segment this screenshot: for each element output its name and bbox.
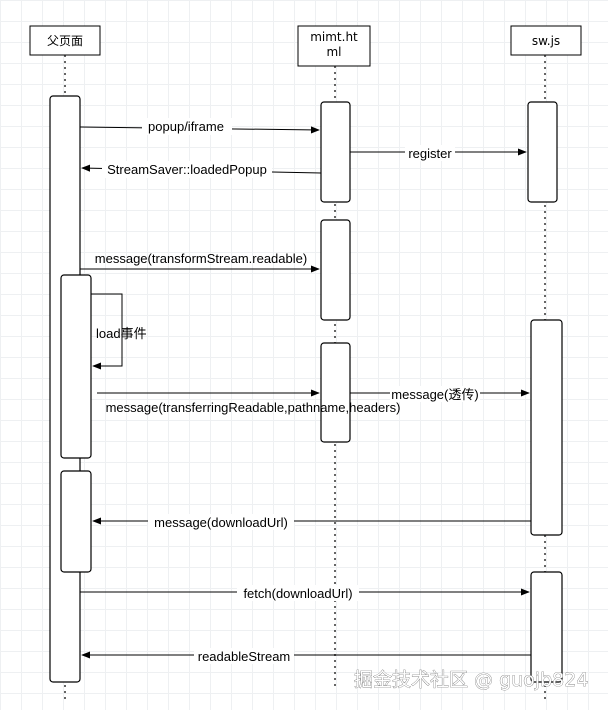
activation-parent-nested-2 [60, 470, 92, 573]
activation-sw-2 [530, 319, 563, 536]
arrow-load-event [91, 293, 123, 370]
label-fetch: fetch(downloadUrl) [243, 586, 352, 601]
participant-mitm-label-line1: mimt.ht [310, 30, 358, 44]
watermark: 掘金技术社区 @ guojb824 [354, 669, 588, 691]
activation-mitm-1 [320, 101, 351, 203]
participant-mitm-label-line2: ml [326, 45, 341, 59]
participant-parent-label: 父页面 [47, 34, 83, 48]
label-message-downloadurl: message(downloadUrl) [154, 515, 288, 530]
label-message-passthrough: message(透传) [391, 387, 478, 402]
label-message-readable: message(transformStream.readable) [95, 251, 307, 266]
label-register: register [408, 146, 452, 161]
label-message-transferring: message(transferringReadable,pathname,he… [106, 400, 401, 415]
participant-parent: 父页面 [29, 25, 101, 56]
participant-sw-label: sw.js [532, 34, 560, 48]
activation-sw-3 [530, 571, 563, 683]
label-load-event: load事件 [96, 326, 147, 341]
participant-mitm: mimt.ht ml [297, 25, 371, 67]
participant-sw: sw.js [510, 25, 582, 56]
activation-mitm-3 [320, 342, 351, 443]
label-popup: popup/iframe [148, 119, 224, 134]
activation-parent-nested-1 [60, 274, 92, 459]
label-readable-stream: readableStream [198, 649, 291, 664]
label-loaded-popup: StreamSaver::loadedPopup [107, 162, 267, 177]
activation-mitm-2 [320, 219, 351, 321]
activation-sw-1 [527, 101, 558, 203]
